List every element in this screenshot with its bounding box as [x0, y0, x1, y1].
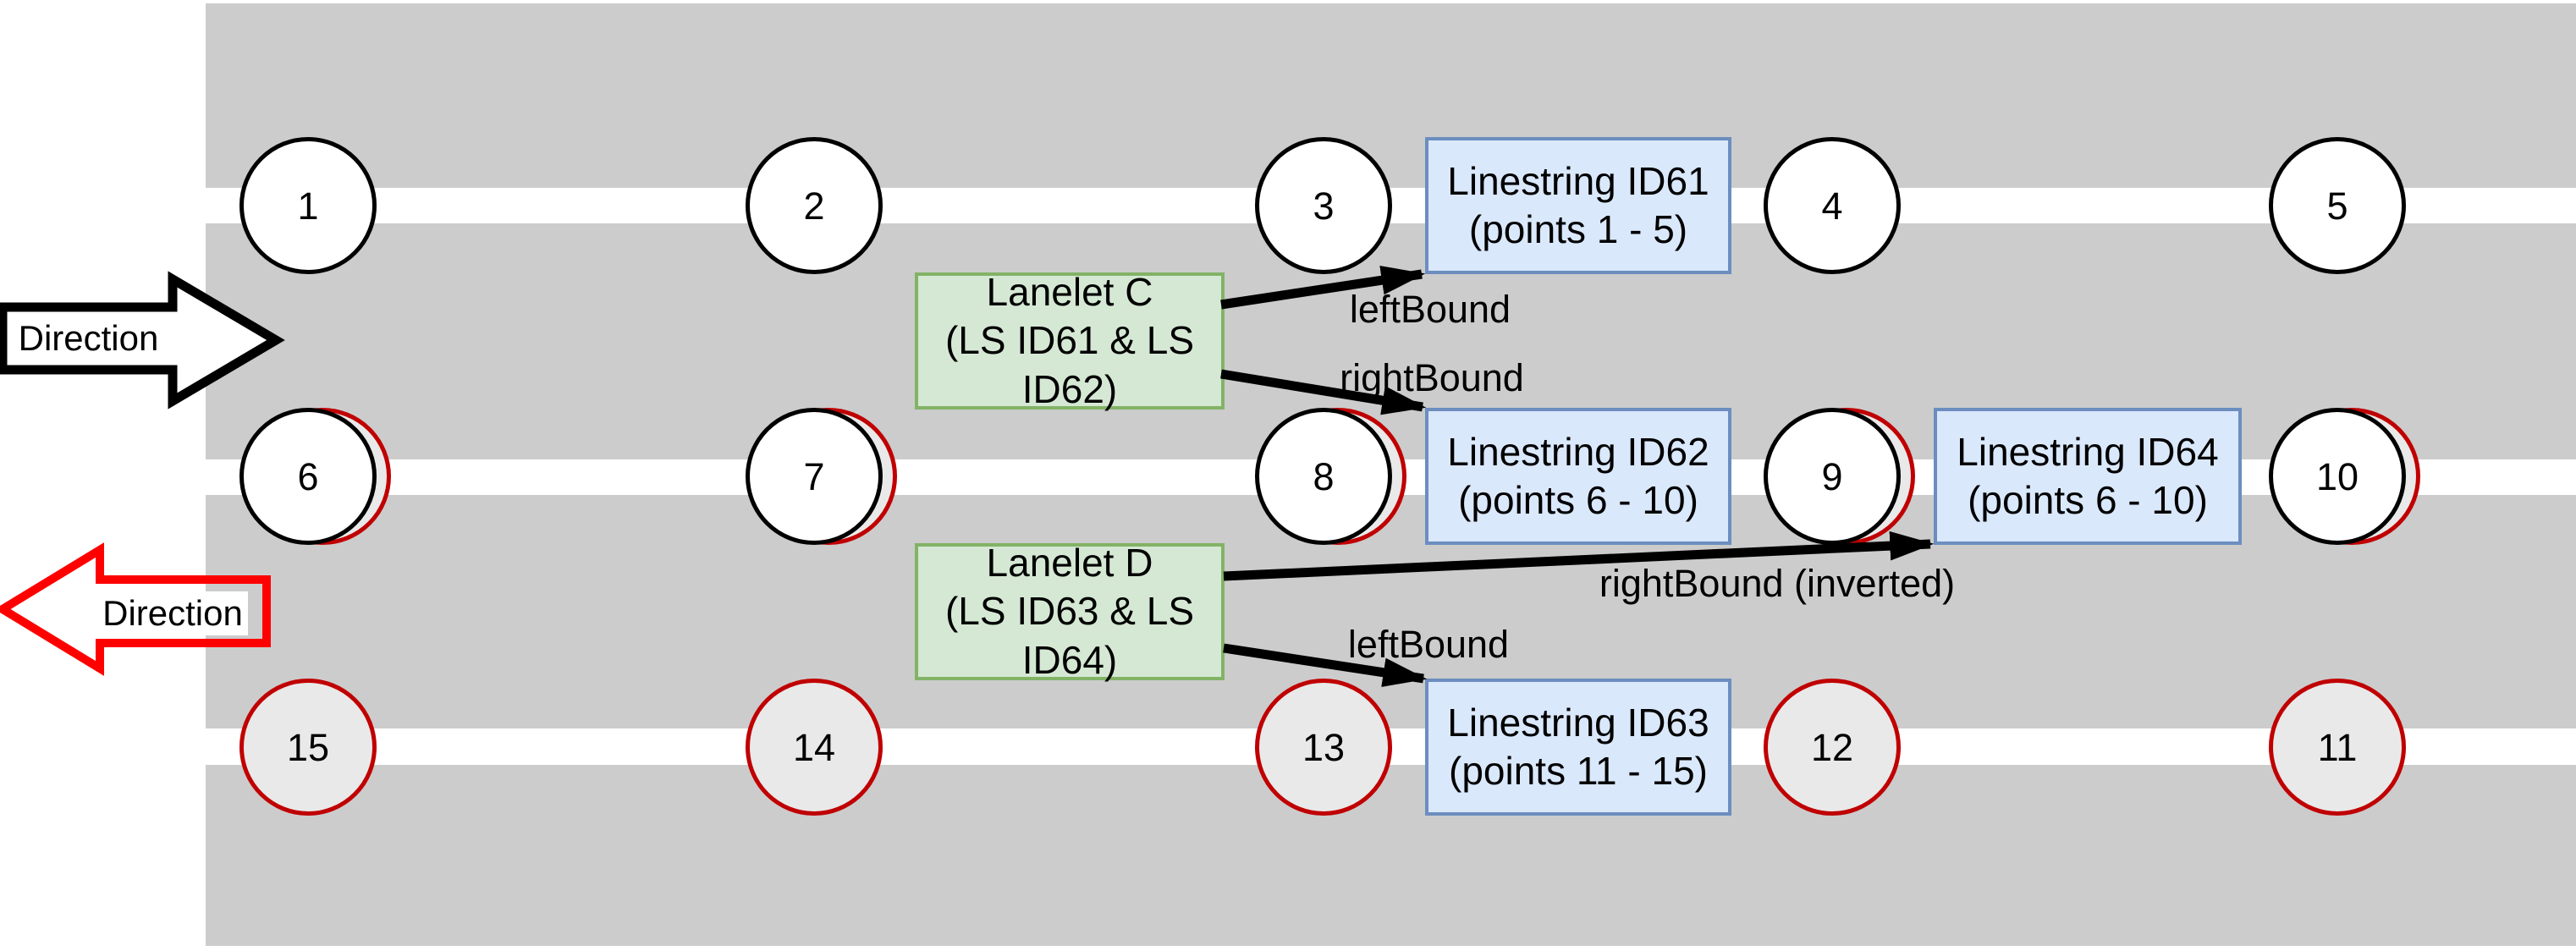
point-5: 5	[2269, 137, 2406, 274]
linestring-id64-box: Linestring ID64 (points 6 - 10)	[1934, 408, 2242, 545]
linestring-id64-title: Linestring ID64	[1957, 429, 2219, 474]
linestring-id63-title: Linestring ID63	[1447, 700, 1709, 745]
d-leftbound-label: leftBound	[1347, 623, 1510, 666]
d-rightbound-inverted-label: rightBound (inverted)	[1599, 562, 1956, 605]
point-15: 15	[239, 679, 377, 816]
point-9: 9	[1764, 408, 1901, 545]
c-rightbound-label: rightBound	[1340, 356, 1524, 399]
point-11: 11	[2269, 679, 2406, 816]
point-13: 13	[1255, 679, 1392, 816]
point-1: 1	[239, 137, 377, 274]
lanelet-d-line2: (LS ID63 & LS	[944, 589, 1195, 634]
lanelet-c-line2: (LS ID61 & LS	[944, 318, 1195, 363]
connector-c-leftbound-arrow	[1220, 266, 1426, 310]
connector-d-leftbound-arrow	[1223, 643, 1428, 687]
c-leftbound-label: leftBound	[1349, 288, 1511, 331]
direction-reverse-label: Direction	[97, 591, 248, 635]
point-2: 2	[746, 137, 883, 274]
linestring-id61-title: Linestring ID61	[1447, 158, 1709, 203]
linestring-id64-points: (points 6 - 10)	[1968, 478, 2208, 522]
linestring-id62-title: Linestring ID62	[1447, 429, 1709, 474]
lanelet-d-line3: ID64)	[1021, 637, 1118, 682]
lanelet-d-line1: Lanelet D	[986, 540, 1153, 585]
direction-reverse-arrow	[0, 542, 271, 676]
point-3: 3	[1255, 137, 1392, 274]
lanelet-d-box: Lanelet D (LS ID63 & LS ID64)	[915, 541, 1225, 682]
linestring-id61-points: (points 1 - 5)	[1468, 207, 1688, 251]
point-14: 14	[746, 679, 883, 816]
lanelet-c-box: Lanelet C (LS ID61 & LS ID62)	[915, 270, 1225, 411]
lanelet-c-line1: Lanelet C	[986, 269, 1153, 314]
linestring-id63-points: (points 11 - 15)	[1449, 749, 1708, 793]
point-7: 7	[746, 408, 883, 545]
connector-d-rightbound-inverted-arrow	[1223, 530, 1935, 581]
point-10: 10	[2269, 408, 2406, 545]
linestring-id62-points: (points 6 - 10)	[1458, 478, 1698, 522]
point-4: 4	[1764, 137, 1901, 274]
lanelet-c-line3: ID62)	[1021, 366, 1118, 411]
direction-forward-label: Direction	[18, 318, 159, 358]
point-6: 6	[239, 408, 377, 545]
direction-forward-arrow	[0, 271, 285, 410]
linestring-id62-box: Linestring ID62 (points 6 - 10)	[1425, 408, 1731, 545]
point-8: 8	[1255, 408, 1392, 545]
point-12: 12	[1764, 679, 1901, 816]
connector-c-rightbound-arrow	[1220, 369, 1427, 415]
linestring-id63-box: Linestring ID63 (points 11 - 15)	[1425, 679, 1731, 816]
linestring-id61-box: Linestring ID61 (points 1 - 5)	[1425, 137, 1731, 274]
